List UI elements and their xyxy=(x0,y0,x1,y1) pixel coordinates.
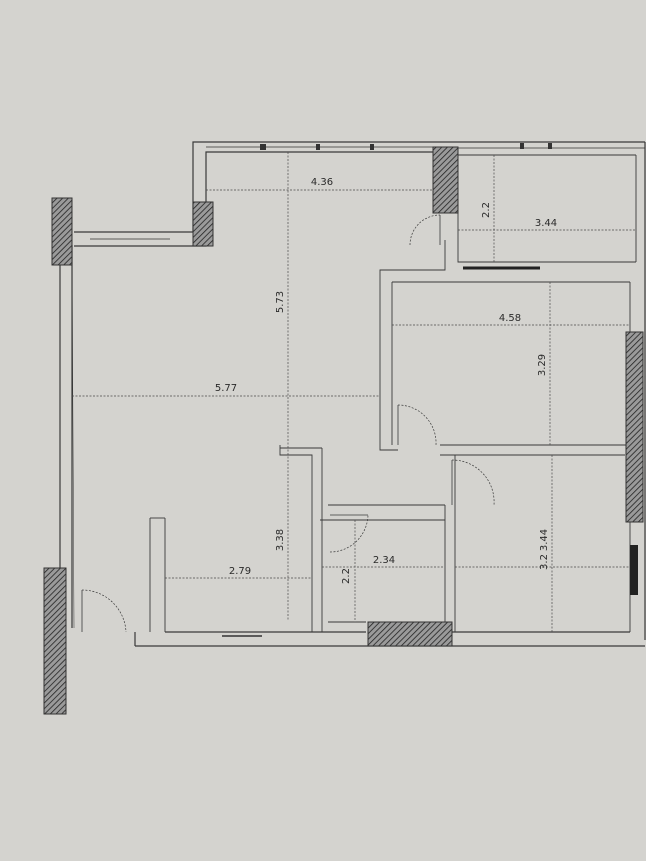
column-right-small xyxy=(630,545,638,595)
column-bottom-center xyxy=(367,621,453,647)
dim-label-4-58: 4.58 xyxy=(499,313,521,324)
dim-label-2-79: 2.79 xyxy=(229,566,251,577)
column-top-center xyxy=(432,146,459,214)
dim-label-5-77: 5.77 xyxy=(215,383,237,394)
top-wall-inner xyxy=(74,151,433,247)
element xyxy=(316,144,320,150)
dim-label-3-44-top: 3.44 xyxy=(535,218,557,229)
dimension-lines xyxy=(72,152,636,632)
element xyxy=(71,244,75,629)
element xyxy=(548,143,552,149)
dim-label-3-38: 3.38 xyxy=(275,529,286,551)
element xyxy=(81,589,127,633)
element xyxy=(451,459,495,506)
door-lower-right-room xyxy=(451,459,495,506)
dim-label-2-2-top: 2.2 xyxy=(481,202,492,218)
column-top-left xyxy=(51,197,73,266)
door-entrance xyxy=(81,589,127,633)
lower-right-room xyxy=(320,455,456,632)
element xyxy=(260,144,266,150)
corridor-wall-a xyxy=(379,240,446,451)
outer-walls xyxy=(59,141,646,647)
dim-label-3-44-bottom: 3.44 xyxy=(539,529,550,551)
element xyxy=(329,514,369,553)
door-middle-room xyxy=(397,404,437,446)
dim-label-4-36: 4.36 xyxy=(311,177,333,188)
dim-label-2-34: 2.34 xyxy=(373,555,395,566)
ll-room-right-a xyxy=(279,445,313,632)
column-top-alcove xyxy=(192,201,214,247)
top-right-room xyxy=(379,154,636,451)
element xyxy=(520,143,524,149)
dim-label-3-2: 3.2 xyxy=(539,554,550,570)
dim-label-3-29: 3.29 xyxy=(537,354,548,376)
door-top-right xyxy=(409,214,441,246)
element xyxy=(409,214,441,246)
element xyxy=(397,404,437,446)
dim-label-2-2-bottom: 2.2 xyxy=(341,568,352,584)
windows xyxy=(71,143,645,637)
structural-columns xyxy=(43,146,644,715)
dimension-labels: 4.36 5.73 2.2 3.44 4.58 3.29 5.77 3.38 2… xyxy=(215,177,557,584)
column-bottom-left xyxy=(43,567,67,715)
lower-left-room xyxy=(149,445,323,632)
element xyxy=(370,144,374,150)
top-wall-outer xyxy=(74,141,645,233)
door-bathroom xyxy=(329,514,369,553)
dim-label-5-73: 5.73 xyxy=(275,291,286,313)
middle-room xyxy=(440,444,630,456)
doors xyxy=(81,214,495,633)
column-right xyxy=(625,331,644,523)
